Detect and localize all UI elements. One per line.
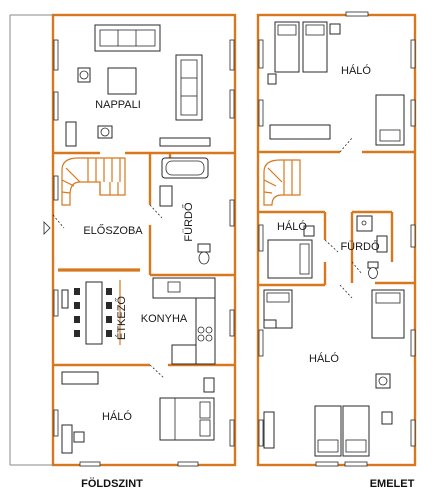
- sideboard-living: [159, 137, 211, 147]
- window-ul-1: [258, 39, 264, 69]
- stairs-ground: [61, 157, 126, 206]
- bed-small-room: [267, 239, 313, 279]
- door-upper-top: [339, 137, 353, 153]
- door-small-bed: [324, 239, 339, 253]
- window-gl-2: [53, 91, 59, 121]
- label-bath-upper: FÜRDŐ: [340, 239, 380, 253]
- coffee-table: [107, 67, 137, 95]
- window-gr-1: [229, 39, 235, 71]
- toilet-upper: [367, 261, 379, 279]
- wardrobe-ground: [61, 371, 99, 385]
- window-ur-2: [410, 99, 416, 127]
- cabinet-living: [65, 121, 77, 147]
- nightstand-ground: [203, 377, 215, 393]
- window-ur-3: [410, 224, 416, 248]
- nightstand-up-1: [267, 73, 277, 85]
- caption-upper-floor: EMELET: [370, 478, 415, 490]
- entrance-door-icon: [43, 221, 51, 235]
- twin-beds-top: [274, 21, 328, 73]
- window-gl-1: [53, 39, 59, 71]
- nightstand-big: [381, 411, 393, 425]
- window-gr-5: [229, 419, 235, 447]
- label-bedroom-small: HÁLÓ: [277, 220, 307, 233]
- door-bedroom-ground: [149, 364, 165, 379]
- wardrobe-upper-1: [269, 124, 331, 140]
- window-ut: [345, 11, 369, 17]
- single-bed-big-right: [371, 289, 405, 339]
- label-bedroom-ground: HÁLÓ: [102, 410, 132, 423]
- door-bath-up: [351, 261, 363, 275]
- label-hall: ELŐSZOBA: [83, 223, 143, 237]
- armchair-left: [77, 67, 91, 83]
- label-living: NAPPALI: [95, 99, 141, 111]
- window-ul-5: [258, 419, 264, 447]
- window-gr-4: [229, 309, 235, 337]
- label-bedroom-top: HÁLÓ: [341, 64, 371, 77]
- window-dining: [61, 289, 69, 309]
- armchair-bottom: [97, 125, 113, 139]
- label-bath-ground: FÜRDŐ: [181, 202, 195, 242]
- sofa-right: [175, 54, 203, 121]
- chair-big-room: [263, 319, 277, 329]
- window-gb: [177, 461, 199, 467]
- cooktop: [197, 326, 213, 342]
- window-gl-4: [53, 289, 59, 317]
- ground-outer-wall: [51, 13, 237, 467]
- door-big-room: [339, 284, 353, 299]
- label-dining: ÉTKEZŐ: [114, 296, 128, 340]
- stairs-upper: [263, 159, 301, 206]
- window-ub-2: [344, 461, 368, 467]
- single-bed-top-right: [375, 94, 405, 146]
- door-entrance: [52, 214, 65, 229]
- sofa-top: [94, 24, 161, 52]
- armchair-big-room: [375, 373, 391, 389]
- twin-beds-big-room: [314, 405, 370, 457]
- toilet-ground: [197, 243, 211, 265]
- window-gl-5: [53, 409, 59, 437]
- window-ub-1: [315, 461, 339, 467]
- window-ul-4: [258, 329, 264, 357]
- window-ur-5: [410, 419, 416, 447]
- window-gb-2: [79, 461, 101, 467]
- window-gr-3: [229, 199, 235, 227]
- label-kitchen: KONYHA: [141, 313, 188, 325]
- desk-ground: [61, 424, 85, 454]
- upper-floor: HÁLÓ HÁLÓ FÜRDŐ HÁLÓ EMELET: [256, 11, 417, 490]
- sink-upper: [376, 235, 388, 253]
- shower-upper: [356, 215, 373, 232]
- window-ur-1: [410, 39, 416, 69]
- label-bedroom-big: HÁLÓ: [309, 352, 339, 365]
- nightstand-up-2: [329, 23, 341, 35]
- dining-table: [74, 281, 112, 345]
- window-ur-4: [410, 329, 416, 357]
- bathtub-ground: [161, 157, 209, 179]
- nightstand-small: [303, 225, 315, 237]
- ground-floor: NAPPALI FÜRDŐ ELŐSZOBA ÉTKEZŐ KONYHA HÁL…: [9, 13, 237, 490]
- window-gr-2: [229, 89, 235, 119]
- door-bath-ground: [149, 204, 163, 219]
- kitchen-counter: [152, 277, 216, 365]
- window-ul-3: [258, 224, 264, 252]
- caption-ground-floor: FÖLDSZINT: [81, 477, 143, 490]
- window-ul-2: [258, 99, 264, 127]
- sink-ground: [159, 185, 173, 207]
- double-bed-ground: [159, 397, 215, 441]
- window-gl-3: [53, 175, 59, 201]
- wardrobe-big-room: [263, 411, 275, 449]
